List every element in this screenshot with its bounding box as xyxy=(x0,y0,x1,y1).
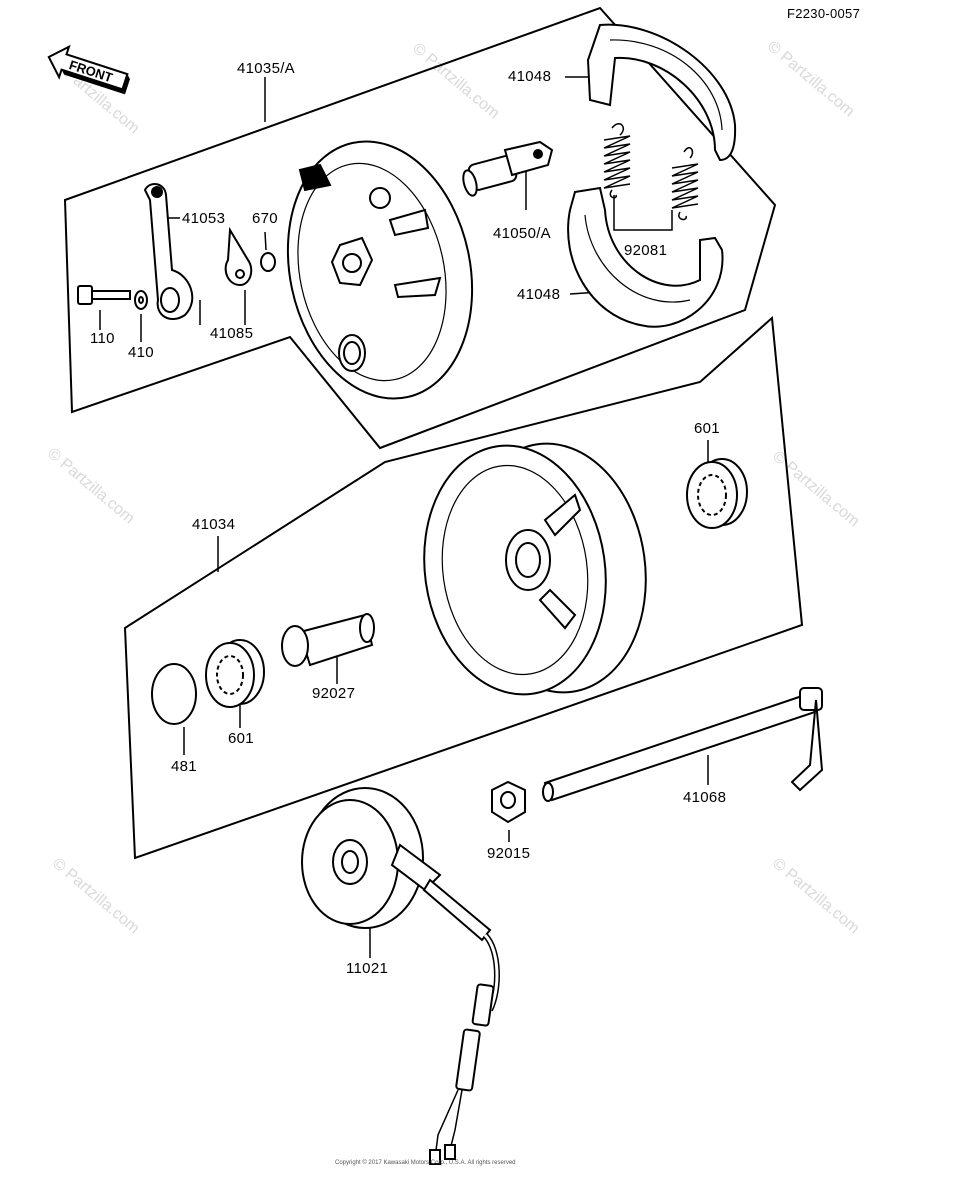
part-label-41035a: 41035/A xyxy=(237,60,295,77)
part-label-41050a: 41050/A xyxy=(493,225,551,242)
brake-camshaft-icon xyxy=(462,140,554,197)
part-label-670: 670 xyxy=(252,210,278,227)
spacer-icon xyxy=(281,613,375,667)
part-label-92027: 92027 xyxy=(312,685,356,702)
spring-icon xyxy=(603,123,699,221)
brake-shoe-icon xyxy=(567,186,724,328)
part-label-11021: 11021 xyxy=(346,960,389,977)
copyright-footer: Copyright © 2017 Kawasaki Motors Corp., … xyxy=(335,1160,516,1166)
brake-shoe-icon xyxy=(586,23,737,162)
speedometer-cable-icon xyxy=(422,878,500,1165)
brake-panel-icon xyxy=(286,140,474,400)
circlip-icon xyxy=(151,663,197,725)
part-label-41068: 41068 xyxy=(683,789,727,806)
document-id: F2230-0057 xyxy=(787,6,861,21)
part-label-601: 601 xyxy=(228,730,254,747)
part-label-110: 110 xyxy=(90,330,115,347)
cam-lever-icon xyxy=(143,183,194,320)
part-label-41053: 41053 xyxy=(182,210,226,227)
wear-indicator-icon xyxy=(224,226,253,287)
part-label-410: 410 xyxy=(128,344,154,361)
front-arrow-icon: FRONT xyxy=(47,44,130,95)
wheel-hub-icon xyxy=(423,442,647,696)
bearing-icon xyxy=(686,458,748,529)
circlip-icon xyxy=(260,252,276,272)
lower-group-outline xyxy=(123,315,804,860)
axle-nut-icon xyxy=(491,780,526,824)
part-label-601: 601 xyxy=(694,420,720,437)
speedometer-gear-housing-icon xyxy=(301,787,442,929)
bolt-icon xyxy=(77,285,131,305)
part-label-481: 481 xyxy=(171,758,197,775)
part-label-41048: 41048 xyxy=(508,68,552,85)
part-label-41085: 41085 xyxy=(210,325,254,342)
part-label-92081: 92081 xyxy=(624,242,668,259)
part-label-41034: 41034 xyxy=(192,516,236,533)
washer-icon xyxy=(134,290,148,310)
part-label-41048: 41048 xyxy=(517,286,561,303)
part-label-92015: 92015 xyxy=(487,845,531,862)
bearing-icon xyxy=(205,639,265,708)
axle-icon xyxy=(542,687,824,802)
